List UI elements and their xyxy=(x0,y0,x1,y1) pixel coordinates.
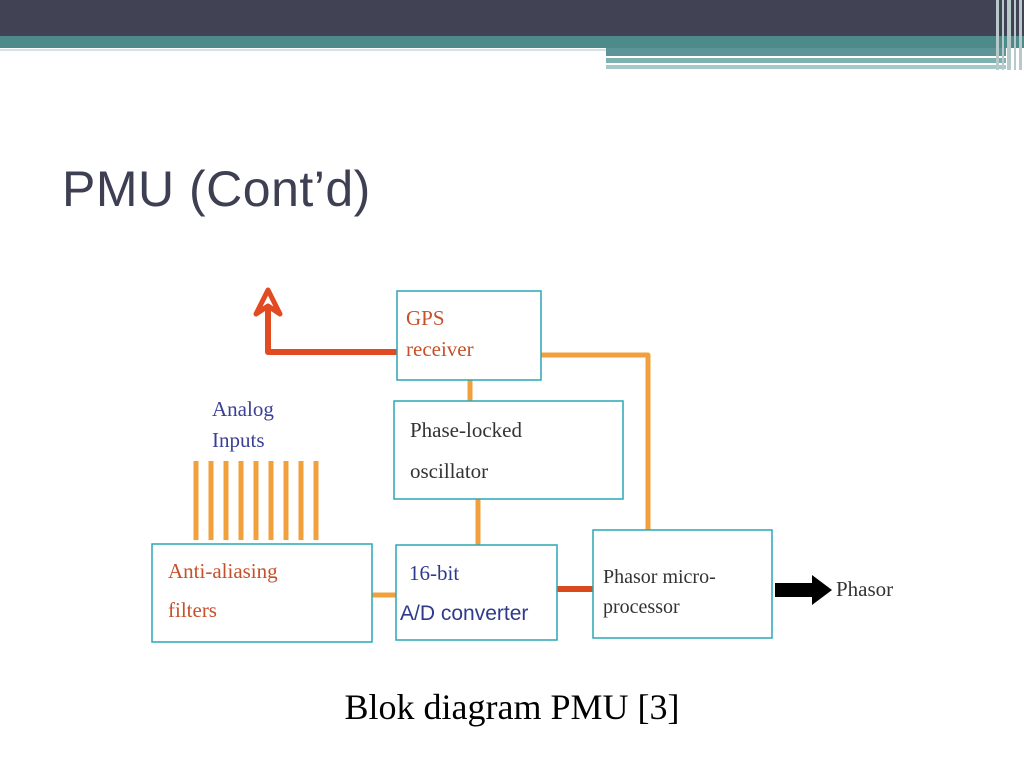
ad-converter-label-line1: 16-bit xyxy=(409,561,459,585)
analog-input-lines xyxy=(193,461,319,540)
gps-to-processor-connector xyxy=(541,352,651,530)
analog-inputs-label-line1: Analog xyxy=(212,397,274,421)
diagram-caption: Blok diagram PMU [3] xyxy=(344,687,680,727)
filters-label-line2: filters xyxy=(168,598,217,622)
processor-label-line2: processor xyxy=(603,596,680,618)
header-vertical-bars xyxy=(994,0,1024,70)
phasor-output-arrow xyxy=(775,575,832,605)
antenna-connector xyxy=(265,305,397,355)
header-accent-band xyxy=(0,36,1024,48)
antenna-icon xyxy=(253,287,283,317)
phasor-output-label: Phasor xyxy=(836,577,893,601)
header-accent-strip xyxy=(606,58,1006,63)
ad-converter-label-line2: A/D converter xyxy=(400,602,528,625)
oscillator-label-line2: oscillator xyxy=(410,459,488,483)
connectors xyxy=(193,287,832,605)
slide-title: PMU (Cont’d) xyxy=(62,161,371,217)
gps-receiver-block: GPS receiver xyxy=(396,290,542,381)
ad-converter-block: 16-bit A/D converter xyxy=(395,544,558,641)
header-accent-strip xyxy=(606,48,1006,56)
phasor-microprocessor-block: Phasor micro- processor xyxy=(592,529,773,639)
header-band xyxy=(0,0,1024,36)
header-divider xyxy=(0,49,606,51)
processor-label-line1: Phasor micro- xyxy=(603,566,716,588)
gps-receiver-label-line1: GPS xyxy=(406,306,445,330)
anti-aliasing-filters-block: Anti-aliasing filters xyxy=(151,543,373,643)
gps-receiver-label-line2: receiver xyxy=(406,337,474,361)
analog-inputs-label-line2: Inputs xyxy=(212,428,265,452)
header-accent-strip xyxy=(606,65,1006,69)
phase-locked-oscillator-block: Phase-locked oscillator xyxy=(393,400,624,500)
oscillator-label-line1: Phase-locked xyxy=(410,418,522,442)
filters-label-line1: Anti-aliasing xyxy=(168,559,278,583)
